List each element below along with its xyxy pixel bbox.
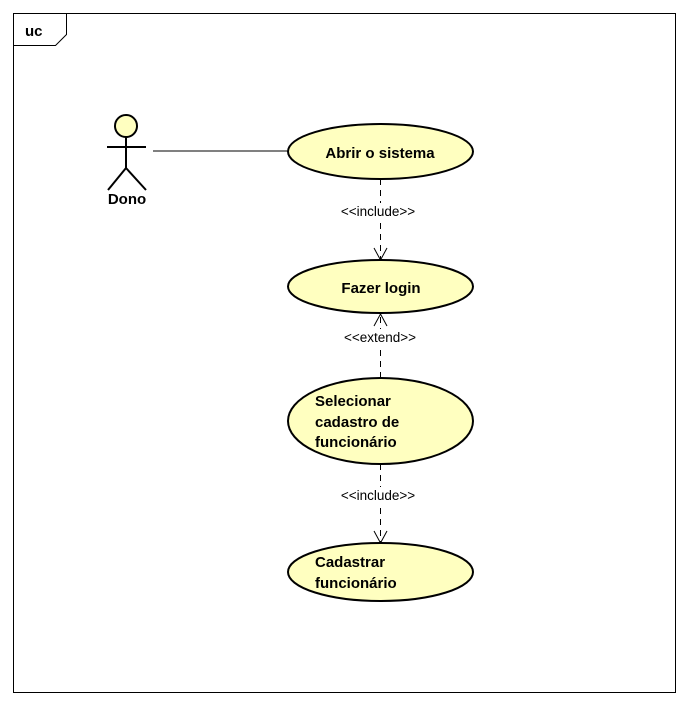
actor-head [114, 114, 138, 138]
use-case-label: Fazer login [341, 280, 420, 297]
extend-relation: <<extend>> [337, 312, 425, 378]
actor-left-leg [107, 167, 127, 191]
include-relation-2: <<include>> [333, 464, 429, 545]
use-case-label-line-2: cadastro de [315, 414, 399, 431]
actor-dono[interactable]: Dono [107, 114, 147, 208]
use-case-selecionar-cadastro-de-funcionario[interactable]: Selecionar cadastro de funcionário [287, 377, 474, 465]
use-case-label: Abrir o sistema [325, 145, 435, 162]
frame-tag-border [13, 13, 67, 46]
use-case-label-line-1: Selecionar [315, 393, 391, 410]
use-case-fazer-login[interactable]: Fazer login [287, 259, 474, 314]
use-case-label-line-3: funcionário [315, 434, 397, 451]
use-case-abrir-o-sistema[interactable]: Abrir o sistema [287, 123, 474, 180]
use-case-label-line-2: funcionário [315, 575, 397, 592]
frame-tag-label: uc [25, 23, 43, 40]
actor-name: Dono [108, 191, 146, 208]
actor-right-leg [125, 167, 147, 191]
include-label-1: <<include>> [341, 204, 415, 219]
use-case-cadastrar-funcionario[interactable]: Cadastrar funcionário [287, 542, 474, 602]
diagram-frame [13, 13, 676, 693]
include-label-2: <<include>> [341, 488, 415, 503]
extend-label: <<extend>> [344, 330, 416, 345]
include-relation-1: <<include>> [333, 179, 429, 262]
use-case-label-line-1: Cadastrar [315, 554, 385, 571]
